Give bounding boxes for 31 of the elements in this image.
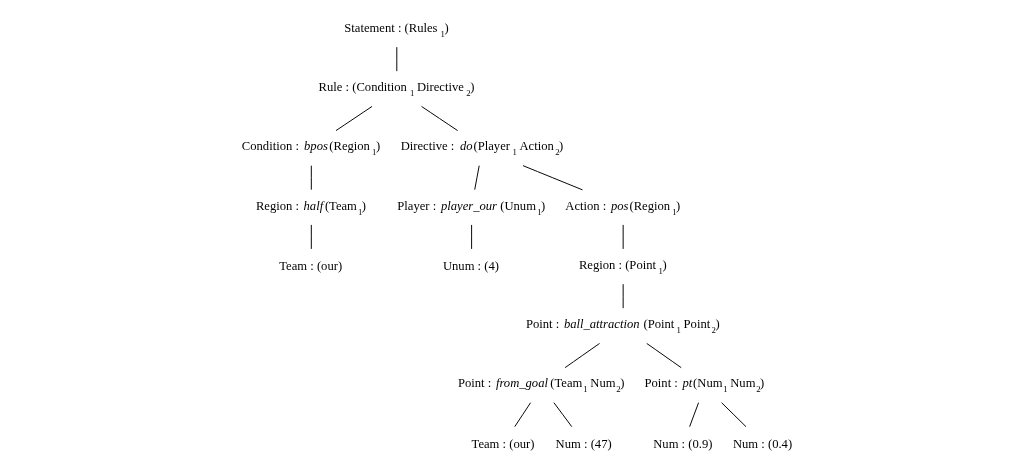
connector — [645, 342, 682, 369]
connector — [552, 402, 572, 428]
node-text: Team : (our) — [278, 258, 342, 273]
node-text: Team : (our) — [471, 436, 534, 451]
connector — [564, 342, 600, 369]
connector — [470, 224, 472, 250]
connector — [688, 402, 699, 428]
node-text: Point : ball_attraction(Point$_{1}$ Point$_{2}$) — [525, 317, 720, 336]
node-text: Player : player_our(Unum$_{1}$) — [396, 198, 545, 217]
node-text: Num : (0.4) — [732, 436, 792, 451]
connector — [720, 402, 746, 428]
connector — [522, 165, 583, 191]
node-text: Region : (Point$_{1}$) — [578, 257, 667, 276]
node-text: Action : pos(Region$_{1}$) — [564, 198, 680, 217]
node-text: Num : (47) — [555, 436, 612, 451]
node-text: Point : pt(Num$_{1}$ Num$_{2}$) — [644, 376, 764, 395]
connector — [395, 46, 397, 72]
node-text: Directive : do(Player$_{1}$ Action$_{2}$) — [400, 139, 563, 158]
node-text: Unum : (4) — [442, 258, 499, 273]
connector — [310, 224, 312, 250]
connector — [420, 105, 458, 132]
connector — [473, 165, 480, 191]
node-text: Condition : bpos(Region$_{1}$) — [241, 139, 380, 158]
node-text: Region : half(Team$_{1}$) — [255, 198, 366, 217]
node-text: Rule : (Condition$_{1}$ Directive$_{2}$) — [318, 80, 474, 99]
connector — [310, 165, 312, 191]
connector — [335, 105, 373, 132]
connector — [513, 402, 531, 428]
node-text: Statement : (Rules$_{1}$) — [343, 20, 449, 39]
node-text: Point : from_goal(Team$_{1}$ Num$_{2}$) — [457, 376, 624, 395]
node-text: Num : (0.9) — [652, 436, 712, 451]
